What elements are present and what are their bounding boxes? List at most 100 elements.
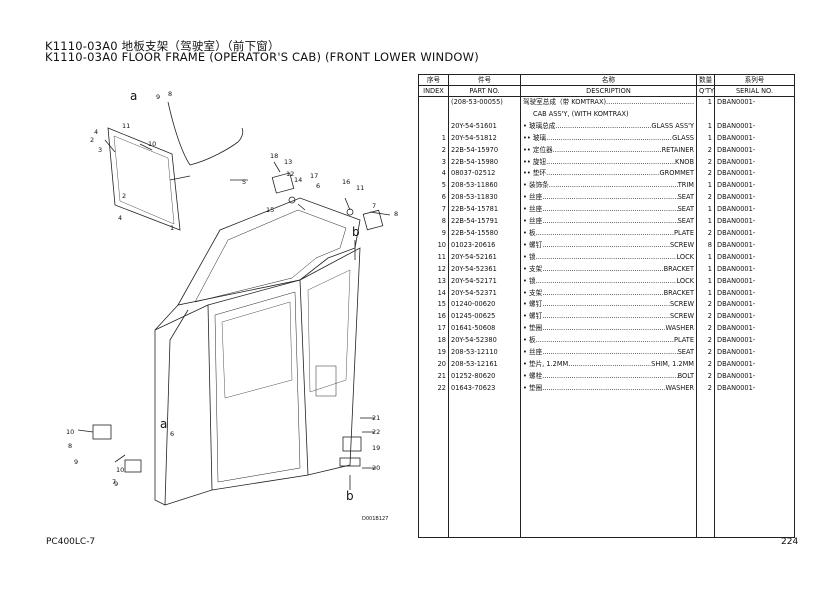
leader-dots xyxy=(542,288,663,300)
description-text: • 丝座 xyxy=(523,205,543,214)
empty-cell xyxy=(520,466,697,478)
row-qty: 1 xyxy=(696,275,715,288)
description-text: • 板 xyxy=(523,228,536,237)
description-en: LOCK xyxy=(676,252,694,261)
row-index: 7 xyxy=(418,204,449,217)
row-description: • 支架 BRACKET xyxy=(520,263,697,276)
leader-dots xyxy=(536,335,674,347)
row-serial: DBAN0001- xyxy=(714,204,795,217)
cab-side xyxy=(207,279,309,491)
description-en: SEAT xyxy=(677,348,694,357)
row-qty: 2 xyxy=(696,168,715,181)
row-description: • 螺钉SCREW xyxy=(520,239,697,252)
row-serial: DBAN0001- xyxy=(714,216,795,228)
description-en: GLASS xyxy=(672,133,694,142)
col-part-cn: 件号 xyxy=(448,74,521,86)
leader-dots xyxy=(555,121,651,133)
row-serial: DBAN0001- xyxy=(714,382,795,395)
description-en: BRACKET xyxy=(663,264,694,273)
empty-cell xyxy=(714,394,795,407)
callout-21: 21 xyxy=(372,414,380,422)
description-en: KNOB xyxy=(675,157,694,166)
row-serial: DBAN0001- xyxy=(714,144,795,157)
marker-a: a xyxy=(130,89,137,103)
row-description: •• 垫环GROMMET xyxy=(520,168,697,181)
row-index xyxy=(418,120,449,133)
lower-bracket-left-2 xyxy=(124,459,142,473)
description-text: • 支架 xyxy=(523,264,543,273)
row-qty: 1 xyxy=(696,120,715,133)
leader-dots xyxy=(546,133,672,145)
row-part-no: 20Y-54-52380 xyxy=(448,335,521,348)
row-part-no: 22B-54-15781 xyxy=(448,204,521,217)
row-serial: DBAN0001- xyxy=(714,263,795,276)
description-en: LOCK xyxy=(676,276,694,285)
description-en: TRIM xyxy=(677,181,694,190)
description-en: PLATE xyxy=(674,336,694,345)
row-part-no: 01023-20616 xyxy=(448,239,521,252)
row-description: • 锁LOCK xyxy=(520,275,697,288)
row-part-no: 01641-50608 xyxy=(448,323,521,336)
lower-bracket-left xyxy=(92,424,112,440)
col-desc-en: DESCRIPTION xyxy=(520,85,697,97)
empty-cell xyxy=(714,466,795,478)
footer-model: PC400LC-7 xyxy=(46,537,96,547)
empty-cell xyxy=(418,489,449,502)
description-en: WASHER xyxy=(665,324,694,333)
empty-cell xyxy=(448,513,521,526)
glass-pane-inner xyxy=(113,135,175,225)
callout-5: 5 xyxy=(242,178,246,186)
header-row-cn: 序号 件号 名称 数量 系列号 xyxy=(418,74,795,86)
description-text: • 丝座 xyxy=(523,217,543,226)
callout-3: 3 xyxy=(98,146,102,154)
row-qty: 2 xyxy=(696,156,715,169)
header-row-en: INDEX PART NO. DESCRIPTION Q'TY SERIAL N… xyxy=(418,85,795,97)
row-part-no: 20Y-54-52371 xyxy=(448,287,521,300)
row-index: 18 xyxy=(418,335,449,348)
row-qty: 2 xyxy=(696,144,715,157)
empty-cell xyxy=(520,406,697,419)
leader-dots xyxy=(542,192,677,204)
empty-cell xyxy=(520,477,697,490)
cab-front-frame xyxy=(154,304,213,506)
empty-row xyxy=(418,430,795,443)
empty-cell xyxy=(520,525,697,539)
description-text: CAB ASS'Y, (WITH KOMTRAX) xyxy=(533,109,629,118)
row-qty: 2 xyxy=(696,192,715,205)
callout-4b: 4 xyxy=(118,214,122,222)
row-index: 11 xyxy=(418,251,449,264)
col-desc-cn: 名称 xyxy=(520,74,697,86)
description-text: •• 旋钮 xyxy=(523,157,547,166)
empty-cell xyxy=(520,489,697,502)
row-description: • 装饰条TRIM xyxy=(520,180,697,193)
row-description: • 锁LOCK xyxy=(520,251,697,264)
cab-roof xyxy=(177,197,361,306)
description-en: BRACKET xyxy=(663,288,694,297)
leader-dots xyxy=(549,180,678,192)
leader-dots xyxy=(542,264,663,276)
empty-cell xyxy=(714,525,795,539)
row-description: • 丝座SEAT xyxy=(520,192,697,205)
description-text: •• 垫环 xyxy=(523,169,547,178)
row-index: 2 xyxy=(418,144,449,157)
row-part-no: 01643-70623 xyxy=(448,382,521,395)
row-index: 5 xyxy=(418,180,449,193)
row-description: • 玻璃总成GLASS ASS'Y xyxy=(520,120,697,133)
row-serial: DBAN0001- xyxy=(714,358,795,371)
marker-b: b xyxy=(352,225,360,239)
empty-row xyxy=(418,489,795,502)
callout-4: 4 xyxy=(94,128,98,136)
row-serial: DBAN0001- xyxy=(714,287,795,300)
row-index: 12 xyxy=(418,263,449,276)
row-serial: DBAN0001- xyxy=(714,275,795,288)
description-text: • 丝座 xyxy=(523,348,543,357)
row-description: • 垫片, 1.2MMSHIM, 1.2MM xyxy=(520,358,697,371)
row-description: • 螺钉SCREW xyxy=(520,299,697,312)
callout-22: 22 xyxy=(372,428,380,436)
callout-18: 18 xyxy=(270,152,278,160)
